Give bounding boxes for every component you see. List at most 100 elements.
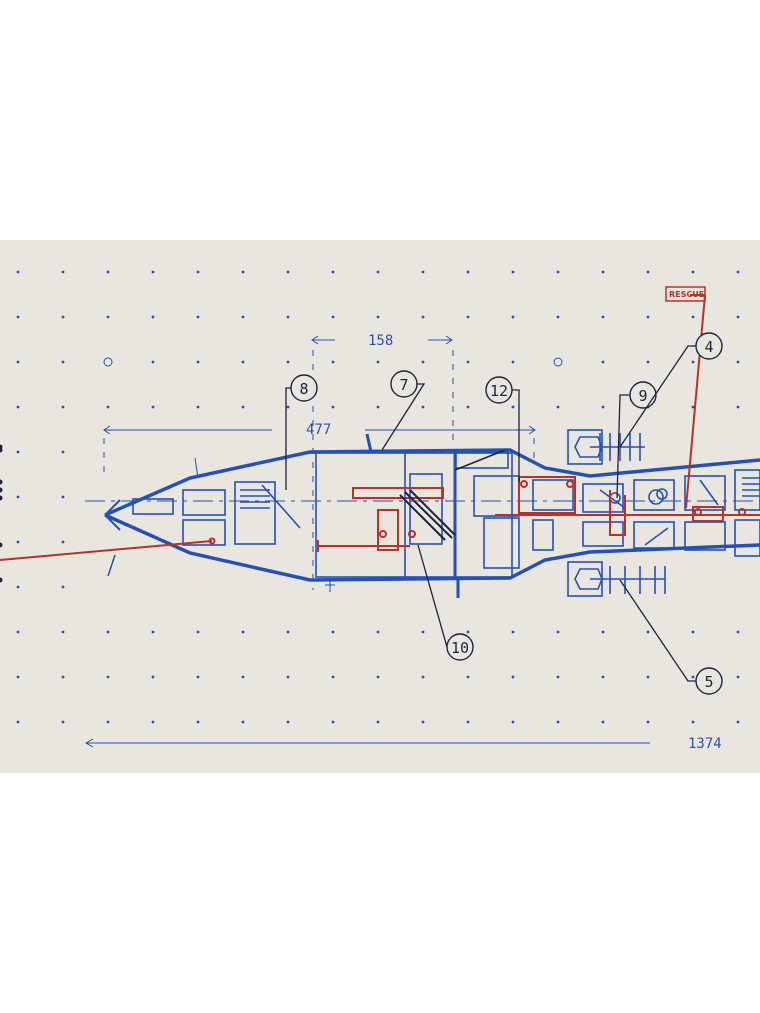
grid-dot <box>421 675 425 679</box>
grid-dot <box>601 720 605 724</box>
grid-dot <box>466 360 470 364</box>
grid-dot <box>511 630 515 634</box>
grid-dot <box>421 270 425 274</box>
grid-dot <box>241 720 245 724</box>
callout-circle <box>390 370 418 398</box>
leader-line <box>616 394 630 499</box>
grid-dot <box>601 315 605 319</box>
grid-dot <box>196 675 200 679</box>
callout-circle <box>629 381 657 409</box>
grid-dot <box>151 630 155 634</box>
grid-dot <box>331 315 335 319</box>
grid-dot <box>691 270 695 274</box>
callout-label: 9 <box>638 387 647 405</box>
red-piping <box>0 294 760 561</box>
grid-dot <box>61 585 65 589</box>
grid-dot <box>106 270 110 274</box>
grid-dot <box>16 585 20 589</box>
callout-label: 5 <box>704 673 713 691</box>
callout-10: 10 <box>0 542 474 661</box>
grid-dot <box>286 270 290 274</box>
grid-dot <box>601 270 605 274</box>
grid-dot <box>196 405 200 409</box>
callouts: 8 7 12 9 4 10 5 <box>0 332 723 695</box>
grid-dot <box>646 315 650 319</box>
callout-circle <box>485 376 513 404</box>
grid-marker <box>553 357 563 367</box>
grid-dot <box>61 495 65 499</box>
grid-dot <box>61 270 65 274</box>
grid-dot <box>61 405 65 409</box>
leader-dot <box>0 487 3 493</box>
grid-dot <box>736 315 740 319</box>
grid-dot <box>61 540 65 544</box>
grid-dot <box>61 450 65 454</box>
grid-dot <box>376 360 380 364</box>
leader-line <box>381 383 426 451</box>
grid-dot <box>421 360 425 364</box>
callout-label: 4 <box>704 338 713 356</box>
grid-dot <box>331 270 335 274</box>
callout-label: 12 <box>490 382 508 400</box>
dimension-158-label: 158 <box>368 333 393 349</box>
callout-label: 8 <box>299 380 308 398</box>
grid-dot <box>241 405 245 409</box>
callout-label: 7 <box>399 376 408 394</box>
rescue-tag: RESCUE <box>665 286 706 302</box>
grid-dot <box>241 675 245 679</box>
leader-line <box>285 387 291 490</box>
grid-dot <box>106 405 110 409</box>
grid-dot <box>511 720 515 724</box>
grid-dot <box>61 630 65 634</box>
callout-circle <box>446 633 474 661</box>
leader-dot <box>0 542 3 548</box>
grid-dot <box>421 720 425 724</box>
grid-dot <box>511 315 515 319</box>
grid-dot <box>286 315 290 319</box>
leader-dot <box>0 479 3 485</box>
grid-dot <box>106 630 110 634</box>
grid-dot <box>286 675 290 679</box>
grid-dot <box>376 630 380 634</box>
dimension-1374: 1374 <box>84 736 722 752</box>
leader-line <box>512 389 520 482</box>
leader-dot <box>0 577 3 583</box>
callout-label: 10 <box>451 639 469 657</box>
grid-dot <box>196 270 200 274</box>
grid-dot <box>286 720 290 724</box>
grid-dot <box>736 270 740 274</box>
grid-dot <box>61 675 65 679</box>
dimension-158: 158 <box>311 333 454 590</box>
grid-dot <box>196 630 200 634</box>
callout-circle <box>695 332 723 360</box>
grid-dot <box>691 630 695 634</box>
grid-dot <box>421 630 425 634</box>
grid-dot <box>331 720 335 724</box>
grid-dot <box>16 360 20 364</box>
grid-dot <box>331 675 335 679</box>
grid-dot <box>286 405 290 409</box>
grid-dot <box>736 360 740 364</box>
grid-dot <box>646 360 650 364</box>
grid-dot <box>61 720 65 724</box>
grid-marker <box>103 357 113 367</box>
grid-dot <box>241 315 245 319</box>
grid-dot <box>376 315 380 319</box>
leader-line <box>619 345 696 448</box>
grid-dot <box>16 405 20 409</box>
grid-dot <box>376 405 380 409</box>
grid-dot <box>16 270 20 274</box>
grid-dot <box>736 630 740 634</box>
grid-dot <box>61 315 65 319</box>
grid-dot <box>286 360 290 364</box>
grid-dot <box>331 630 335 634</box>
leader-dot <box>0 495 3 501</box>
grid-dot <box>16 315 20 319</box>
grid-dot <box>736 720 740 724</box>
grid-dot <box>106 720 110 724</box>
grid-dot <box>736 675 740 679</box>
grid-dot <box>466 630 470 634</box>
grid-dot <box>151 405 155 409</box>
grid-dot <box>376 675 380 679</box>
